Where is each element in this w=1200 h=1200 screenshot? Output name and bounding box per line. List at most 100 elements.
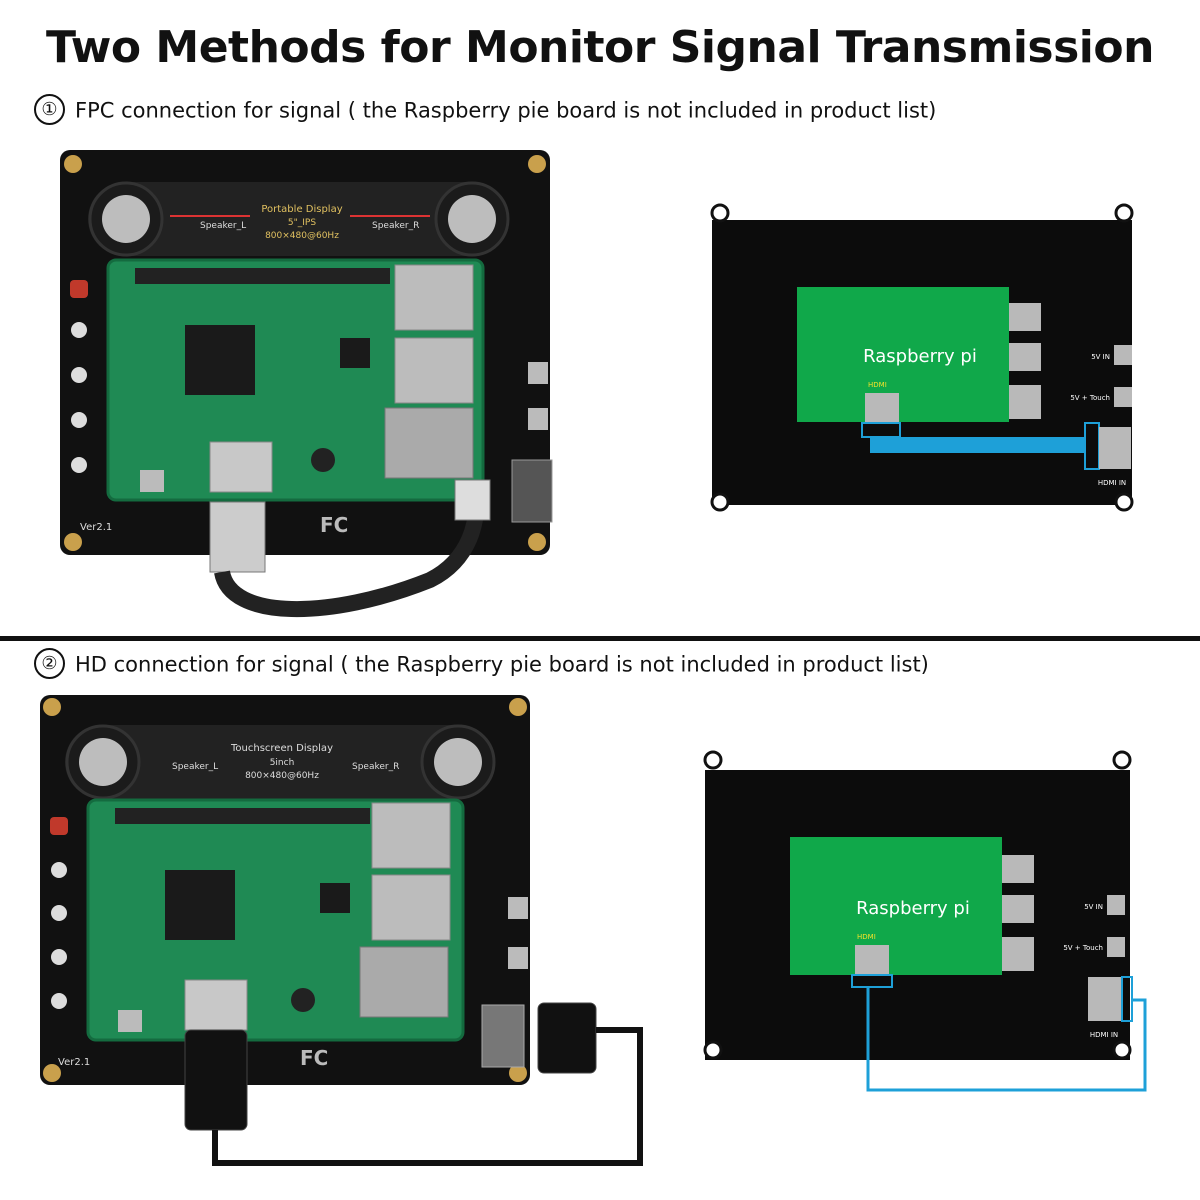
hdmi-in-label: HDMI IN: [1090, 1031, 1118, 1039]
hdmi-label: HDMI: [868, 381, 887, 389]
hdmi-plug-right: [537, 1002, 597, 1074]
usb-chip: [320, 883, 350, 913]
pcb-title-text: Portable Display: [261, 204, 342, 215]
usb-port-bottom: [371, 874, 451, 941]
fpc-ribbon-cable: [214, 488, 485, 618]
ethernet-port: [384, 407, 474, 479]
right-port: [528, 362, 548, 384]
pcb-title-text: Touchscreen Display: [230, 743, 333, 754]
section-divider: [0, 636, 1200, 641]
usb-port-bottom: [394, 337, 474, 404]
raspberry-pi-label: Raspberry pi: [863, 346, 977, 367]
speaker-right-cone: [448, 195, 496, 243]
fpc-connection-diagram: Raspberry pi HDMI HDMI IN 5V IN 5V + Tou…: [710, 203, 1134, 512]
micro-usb-port: [140, 470, 164, 492]
fpc-cable: [870, 437, 1085, 453]
pi-usb-port: [1002, 855, 1034, 883]
pi-hdmi-plug: [851, 974, 893, 988]
speaker-left-label: Speaker_L: [172, 762, 218, 772]
pcb-size-text: 5inch: [270, 758, 295, 768]
mount-holes: [710, 203, 1134, 512]
audio-jack: [291, 988, 315, 1012]
gpio-header: [115, 808, 370, 824]
hdmi-in-label: HDMI IN: [1098, 479, 1126, 487]
raspberry-pi-block: [790, 837, 1002, 975]
speaker-bar: [88, 182, 508, 256]
gpio-header: [135, 268, 390, 284]
hdmi-in-port: [481, 1004, 525, 1068]
page-title: Two Methods for Monitor Signal Transmiss…: [46, 22, 1154, 73]
usb-port-top: [394, 264, 474, 331]
5v-in-label: 5V IN: [1091, 353, 1110, 361]
fpc-connector: [454, 479, 491, 521]
hd-connection-diagram: Raspberry pi HDMI HDMI IN 5V IN 5V + Tou…: [703, 750, 1147, 1092]
hdmi-cable: [866, 987, 1147, 1092]
pi-hdmi-port: [865, 393, 899, 423]
speaker-bar: [65, 725, 495, 799]
pi-ethernet-port: [1009, 385, 1041, 419]
pi-usb-port: [1009, 303, 1041, 331]
hdmi-label: HDMI: [857, 933, 876, 941]
hdmi-cable: [212, 1027, 643, 1166]
pi-usb-port: [1002, 895, 1034, 923]
usb-port-top: [371, 802, 451, 869]
section-1-text: FPC connection for signal ( the Raspberr…: [75, 98, 937, 123]
mount-hole: [64, 533, 82, 551]
usb-chip: [340, 338, 370, 368]
hdmi-in-port: [1099, 427, 1131, 469]
pcb-res-text: 800×480@60Hz: [265, 231, 339, 241]
side-buttons: [51, 862, 67, 1009]
5v-in-label: 5V IN: [1084, 903, 1103, 911]
mount-hole: [64, 155, 82, 173]
section-2-caption: ② HD connection for signal ( the Raspberr…: [34, 648, 929, 681]
speaker-right-cone: [434, 738, 482, 786]
fc-mark: FC: [320, 513, 348, 537]
raspberry-pi-block: [797, 287, 1009, 422]
soc-chip: [185, 325, 255, 395]
5v-touch-label: 5V + Touch: [1070, 394, 1110, 402]
led-indicator: [50, 817, 68, 835]
speaker-right-label: Speaker_R: [372, 221, 419, 231]
pcb-size-text: 5"_IPS: [288, 218, 316, 228]
5v-touch-port: [1114, 387, 1132, 407]
speaker-right-label: Speaker_R: [352, 762, 399, 772]
5v-touch-port: [1107, 937, 1125, 957]
side-buttons: [71, 322, 87, 473]
section-2-text: HD connection for signal ( the Raspberry…: [75, 652, 929, 677]
hdmi-in-port: [511, 459, 553, 523]
mount-hole: [528, 533, 546, 551]
pcb-res-text: 800×480@60Hz: [245, 771, 319, 781]
right-port: [508, 947, 528, 969]
section-1-number: ①: [34, 94, 65, 125]
hd-connection-photo: Touchscreen Display 5inch 800×480@60Hz S…: [40, 695, 643, 1166]
hdmi-in-port: [1088, 977, 1122, 1021]
mount-hole: [509, 1064, 527, 1082]
right-port: [508, 897, 528, 919]
fpc-adapter: [209, 501, 266, 573]
led-indicator: [70, 280, 88, 298]
audio-jack: [311, 448, 335, 472]
hdmi-port: [184, 979, 248, 1031]
ethernet-port: [359, 946, 449, 1018]
micro-usb-port: [118, 1010, 142, 1032]
raspberry-pi-label: Raspberry pi: [856, 898, 970, 919]
mount-hole: [509, 698, 527, 716]
soc-chip: [165, 870, 235, 940]
speaker-left-cone: [79, 738, 127, 786]
right-port: [528, 408, 548, 430]
version-label: Ver2.1: [80, 522, 112, 533]
speaker-left-cone: [102, 195, 150, 243]
mount-hole: [528, 155, 546, 173]
5v-in-port: [1114, 345, 1132, 365]
5v-in-port: [1107, 895, 1125, 915]
mount-hole: [43, 698, 61, 716]
pi-usb-port: [1009, 343, 1041, 371]
section-1-caption: ① FPC connection for signal ( the Raspber…: [34, 94, 937, 127]
hdmi-port: [209, 441, 273, 493]
hdmi-plug-bottom: [184, 1029, 248, 1131]
section-2-number: ②: [34, 648, 65, 679]
mount-holes: [703, 750, 1132, 1060]
fc-mark: FC: [300, 1046, 328, 1070]
pi-ethernet-port: [1002, 937, 1034, 971]
mount-hole: [43, 1064, 61, 1082]
